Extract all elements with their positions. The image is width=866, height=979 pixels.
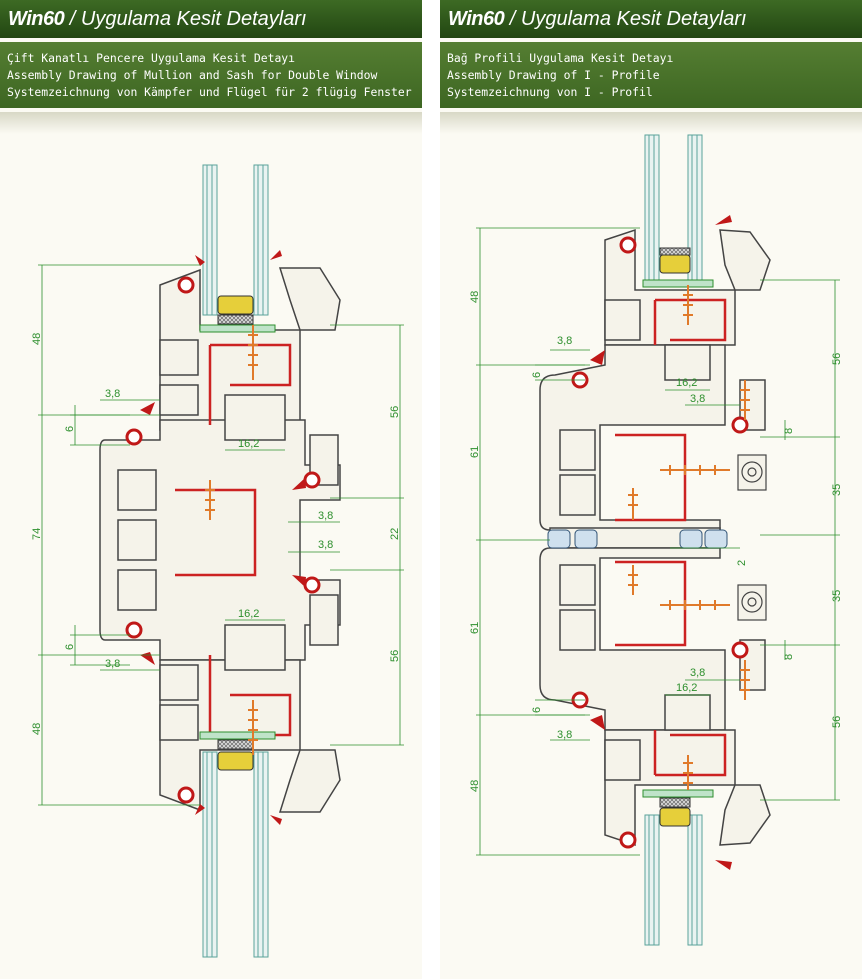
right-steel-reinforcements: [615, 298, 727, 777]
right-dim-35-bottom: 35: [831, 590, 843, 602]
left-subtitle-tr: Çift Kanatlı Pencere Uygulama Kesit Deta…: [7, 51, 296, 65]
right-dim-35-top: 35: [831, 484, 843, 496]
left-dim-56-bottom: 56: [389, 650, 401, 662]
left-dim-74: 74: [31, 528, 43, 540]
right-panel: Win60 / Uygulama Kesit Detayları Bağ Pro…: [440, 0, 862, 979]
right-dim-6-a: 6: [531, 372, 543, 378]
left-dim-3-8-b: 3,8: [318, 510, 333, 522]
right-dim-8-a: 8: [783, 428, 795, 434]
right-subtitle-tr: Bağ Profili Uygulama Kesit Detayı: [447, 51, 674, 65]
left-subtitle-en: Assembly Drawing of Mullion and Sash for…: [7, 68, 378, 82]
right-drawing-area: 48 61 61 48 3,8 6 16,2 3,8 56 8 35 2 35 …: [440, 112, 862, 979]
right-dimension-lines: [476, 227, 840, 856]
right-dim-61-bottom: 61: [469, 622, 481, 634]
left-brand: Win60: [8, 8, 65, 30]
left-dim-56-top: 56: [389, 406, 401, 418]
right-screws: [628, 285, 750, 790]
left-dim-22: 22: [389, 528, 401, 540]
right-pvc-profiles: [539, 228, 771, 847]
right-dimension-labels: 48 61 61 48 3,8 6 16,2 3,8 56 8 35 2 35 …: [469, 291, 843, 792]
left-dim-3-8-d: 3,8: [105, 658, 120, 670]
right-title-bar: Win60 / Uygulama Kesit Detayları: [440, 0, 862, 38]
left-title-separator: /: [64, 8, 81, 30]
left-drawing-area: 48 74 48 3,8 6 16,2 56 22 3,8 3,8 56 16,…: [0, 112, 422, 979]
left-glass-panes: [202, 164, 269, 958]
right-dim-3-8-a: 3,8: [557, 335, 572, 347]
right-dim-16-2-b: 16,2: [676, 682, 697, 694]
left-subtitle-de: Systemzeichnung von Kämpfer und Flügel f…: [7, 85, 412, 99]
left-dim-3-8-a: 3,8: [105, 388, 120, 400]
right-section-drawing: 48 61 61 48 3,8 6 16,2 3,8 56 8 35 2 35 …: [469, 134, 843, 946]
right-coupling-clips: [547, 529, 728, 549]
right-glass-panes: [644, 134, 703, 946]
left-dim-48-top: 48: [31, 333, 43, 345]
left-dim-16-2-b: 16,2: [238, 608, 259, 620]
right-dim-48-bottom: 48: [469, 780, 481, 792]
right-connector-bolts: [737, 454, 767, 621]
right-subtitle-en: Assembly Drawing of I - Profile: [447, 68, 660, 82]
left-title-bar: Win60 / Uygulama Kesit Detayları: [0, 0, 422, 38]
right-dim-2: 2: [736, 560, 748, 566]
left-dim-16-2-a: 16,2: [238, 438, 259, 450]
right-title: Uygulama Kesit Detayları: [520, 8, 747, 30]
right-dim-16-2-a: 16,2: [676, 377, 697, 389]
left-section-drawing: 48 74 48 3,8 6 16,2 56 22 3,8 3,8 56 16,…: [31, 164, 404, 958]
left-dim-6-b: 6: [64, 644, 76, 650]
left-dim-3-8-c: 3,8: [318, 539, 333, 551]
right-subtitle-de: Systemzeichnung von I - Profil: [447, 85, 653, 99]
left-panel: Win60 / Uygulama Kesit Detayları Çift Ka…: [0, 0, 422, 979]
left-subtitle-block: Çift Kanatlı Pencere Uygulama Kesit Deta…: [0, 42, 422, 108]
left-dim-6-a: 6: [64, 426, 76, 432]
right-dim-3-8-b: 3,8: [690, 393, 705, 405]
right-dim-8-b: 8: [783, 654, 795, 660]
left-title: Uygulama Kesit Detayları: [80, 8, 307, 30]
right-glazing-seals: [642, 247, 714, 827]
left-dimension-labels: 48 74 48 3,8 6 16,2 56 22 3,8 3,8 56 16,…: [31, 333, 401, 735]
right-dim-48-top: 48: [469, 291, 481, 303]
right-dim-3-8-d: 3,8: [557, 729, 572, 741]
right-dim-3-8-c: 3,8: [690, 667, 705, 679]
right-dim-61-top: 61: [469, 446, 481, 458]
left-dimension-lines: [38, 264, 404, 806]
left-dim-48-bottom: 48: [31, 723, 43, 735]
right-brand: Win60: [448, 8, 505, 30]
right-dim-6-b: 6: [531, 707, 543, 713]
left-pvc-profiles: [99, 267, 341, 813]
right-dim-56-top: 56: [831, 353, 843, 365]
right-subtitle-block: Bağ Profili Uygulama Kesit Detayı Assemb…: [440, 42, 862, 108]
right-dim-56-bottom: 56: [831, 716, 843, 728]
right-title-separator: /: [504, 8, 521, 30]
left-screws: [205, 325, 258, 755]
left-glazing-seals: [199, 295, 276, 771]
